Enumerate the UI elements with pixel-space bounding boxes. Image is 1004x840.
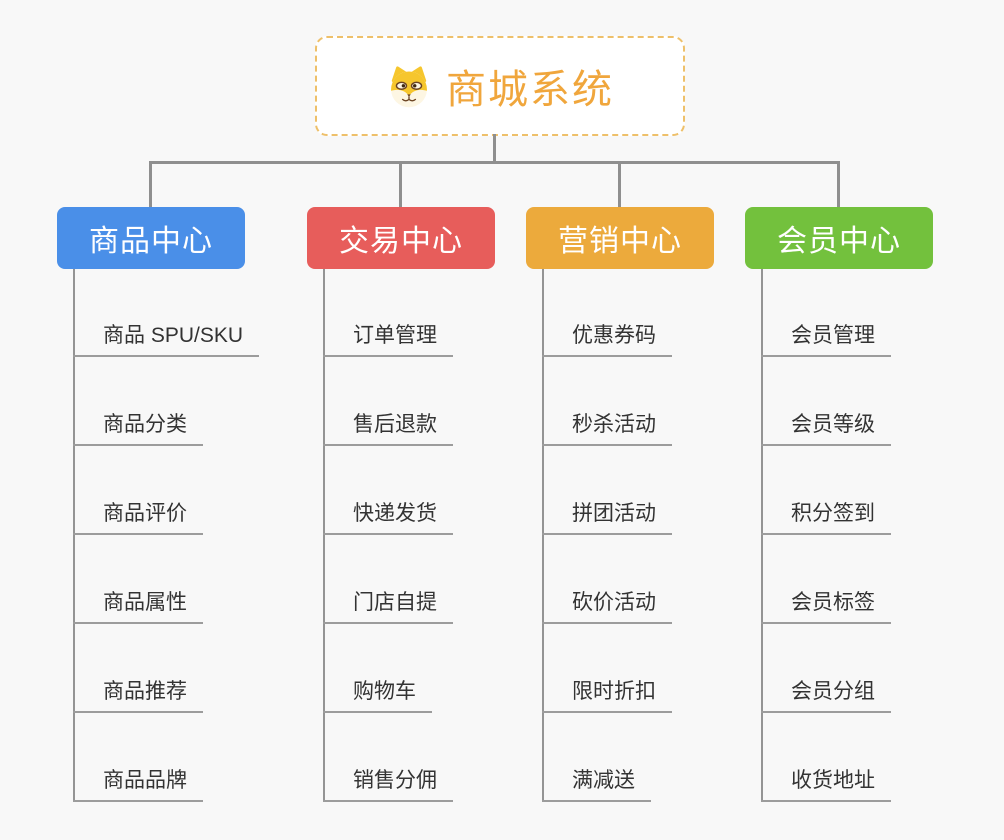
leaf-node[interactable]: 快递发货 <box>323 491 453 535</box>
connector-drop-marketing <box>618 161 621 208</box>
leaf-node[interactable]: 会员管理 <box>761 313 891 357</box>
leaf-node[interactable]: 商品属性 <box>73 580 203 624</box>
branch-spine-member <box>761 269 763 801</box>
leaf-node[interactable]: 商品分类 <box>73 402 203 446</box>
leaf-node[interactable]: 积分签到 <box>761 491 891 535</box>
leaf-node[interactable]: 拼团活动 <box>542 491 672 535</box>
connector-drop-product <box>149 161 152 208</box>
connector-root-stem <box>493 134 496 164</box>
leaf-node[interactable]: 商品评价 <box>73 491 203 535</box>
leaf-node[interactable]: 满减送 <box>542 758 651 802</box>
leaf-node[interactable]: 商品品牌 <box>73 758 203 802</box>
leaf-node[interactable]: 会员标签 <box>761 580 891 624</box>
branch-node-member-center[interactable]: 会员中心 <box>745 207 933 269</box>
connector-bus <box>149 161 840 164</box>
connector-drop-trade <box>399 161 402 208</box>
leaf-node[interactable]: 会员等级 <box>761 402 891 446</box>
branch-node-trade-center[interactable]: 交易中心 <box>307 207 495 269</box>
root-title: 商城系统 <box>446 68 614 112</box>
leaf-node[interactable]: 购物车 <box>323 669 432 713</box>
leaf-node[interactable]: 优惠券码 <box>542 313 672 357</box>
leaf-node[interactable]: 收货地址 <box>761 758 891 802</box>
leaf-node[interactable]: 商品推荐 <box>73 669 203 713</box>
branch-node-product-center[interactable]: 商品中心 <box>57 207 245 269</box>
leaf-node[interactable]: 销售分佣 <box>323 758 453 802</box>
branch-node-marketing-center[interactable]: 营销中心 <box>526 207 714 269</box>
leaf-node[interactable]: 秒杀活动 <box>542 402 672 446</box>
branch-spine-marketing <box>542 269 544 801</box>
branch-spine-product <box>73 269 75 801</box>
dog-icon <box>391 65 427 107</box>
leaf-node[interactable]: 售后退款 <box>323 402 453 446</box>
connector-drop-member <box>837 161 840 208</box>
leaf-node[interactable]: 商品 SPU/SKU <box>73 313 260 357</box>
leaf-node[interactable]: 限时折扣 <box>542 669 672 713</box>
leaf-node[interactable]: 砍价活动 <box>542 580 672 624</box>
leaf-node[interactable]: 门店自提 <box>323 580 453 624</box>
leaf-node[interactable]: 订单管理 <box>323 313 453 357</box>
leaf-node[interactable]: 会员分组 <box>761 669 891 713</box>
branch-spine-trade <box>323 269 325 801</box>
root-node[interactable]: 商城系统 <box>315 36 685 136</box>
